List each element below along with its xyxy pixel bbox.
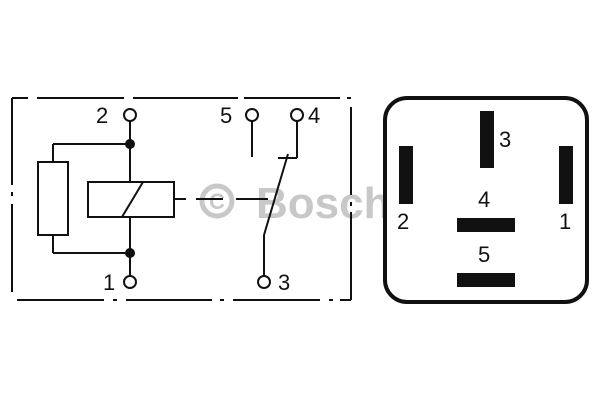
terminal-5 — [245, 108, 259, 122]
coil-circuit — [37, 108, 268, 289]
pin-3 — [480, 111, 494, 168]
relay-housing — [383, 96, 589, 304]
copyright-symbol: C — [209, 189, 225, 214]
switch-circuit — [245, 108, 304, 289]
terminal-1-label: 1 — [103, 270, 115, 295]
terminal-3 — [257, 275, 271, 289]
pin-2-label: 2 — [397, 209, 409, 234]
pin-1-label: 1 — [559, 209, 571, 234]
pin-5 — [457, 273, 515, 287]
terminal-1 — [123, 275, 137, 289]
terminal-4-label: 4 — [308, 103, 320, 128]
schematic-boundary — [11, 97, 352, 301]
pin-5-label: 5 — [478, 242, 490, 267]
resistor — [37, 161, 69, 236]
pin-3-label: 3 — [499, 127, 511, 152]
pinout-view — [383, 96, 589, 304]
relay-coil — [87, 181, 175, 218]
bosch-watermark: C Bosch — [199, 179, 390, 228]
pin-2 — [399, 146, 413, 204]
terminal-5-label: 5 — [220, 103, 232, 128]
pin-4 — [457, 218, 515, 232]
pin-4-label: 4 — [478, 187, 490, 212]
pin-1 — [559, 146, 573, 204]
terminal-2-label: 2 — [96, 103, 108, 128]
copyright-icon — [199, 183, 235, 219]
watermark-text: Bosch — [256, 179, 390, 228]
terminal-4 — [290, 108, 304, 122]
terminal-3-label: 3 — [278, 270, 290, 295]
terminal-2 — [123, 108, 137, 122]
